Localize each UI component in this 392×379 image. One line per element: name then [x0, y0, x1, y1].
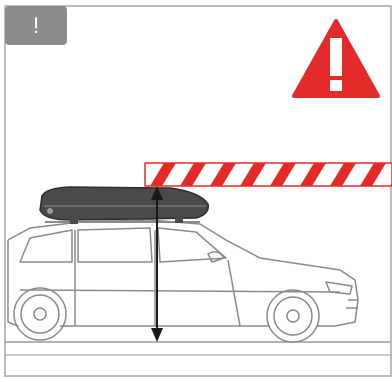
height-barrier [145, 163, 392, 186]
warning-triangle-icon [294, 21, 378, 96]
roof-box [40, 187, 208, 224]
car-outline [8, 220, 358, 342]
warning-badge: ! [5, 6, 67, 45]
badge-label: ! [33, 13, 39, 39]
